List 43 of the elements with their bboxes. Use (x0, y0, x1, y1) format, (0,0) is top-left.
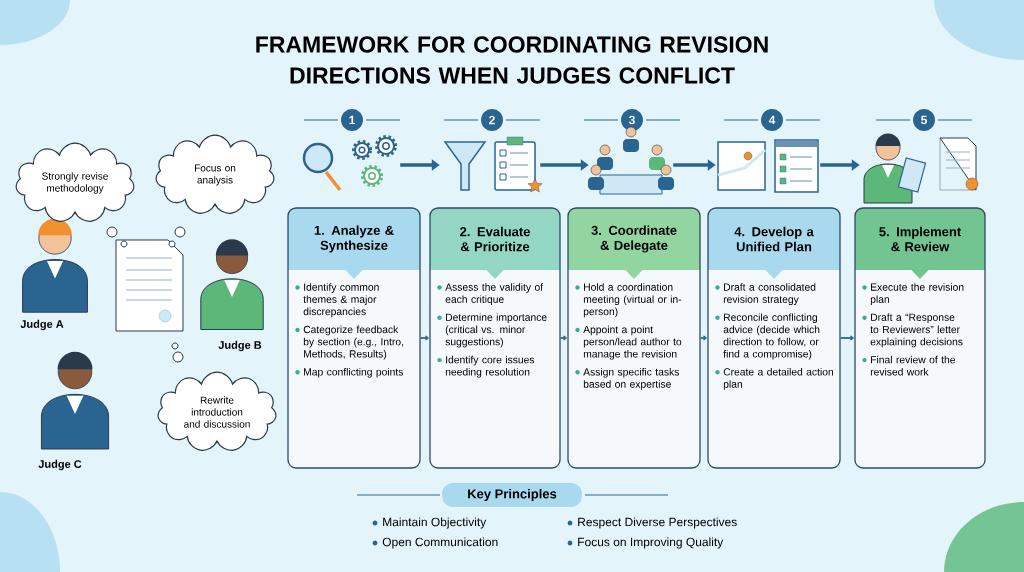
card-heading: 1. Analyze & Synthesize (314, 225, 394, 253)
arrow (559, 335, 567, 341)
thought-cloud: Focus on analysis (155, 134, 275, 248)
card-heading: 5. Implement & Review (879, 226, 961, 252)
reviewer-certificate-drawing (863, 133, 979, 204)
bullet-item: Appoint a point person/lead author to manage the revision (575, 325, 682, 360)
arrow (699, 335, 707, 341)
bullet-item: Focus on Improving Quality (567, 537, 724, 549)
bullet-item: Maintain Objectivity (372, 517, 487, 529)
step-number: 3 (621, 109, 643, 131)
bullet-item: Map conflicting points (295, 368, 403, 378)
card-heading: 2. Evaluate & Prioritize (460, 226, 530, 252)
step-number: 2 (481, 109, 503, 131)
thought-cloud: Strongly revise methodology (15, 142, 135, 248)
arrow (419, 335, 430, 341)
bullet-item: Categorize feedback by section (e.g., Intro, Methods, Results) (295, 325, 404, 360)
bullet-item: Execute the revision plan (862, 283, 964, 305)
bullet-item: Determine importance (critical vs. minor suggestions) (437, 313, 547, 348)
bullet-item: Open Communication (372, 537, 498, 549)
bullet-item: Identify core issues needing resolution (437, 355, 535, 378)
title: FRAMEWORK FOR COORDINATING REVISION DIRECTIONS WHEN JUDGES CONFLICT (256, 36, 768, 84)
bullet-item: Assign specific tasks based on expertise (575, 368, 679, 390)
person-label: Judge C (38, 459, 82, 471)
card-heading: 3. Coordinate & Delegate (591, 225, 677, 253)
bullet-item: Hold a coordination meeting (virtual or in-person) (575, 283, 682, 318)
analysis-icons-drawing (302, 135, 397, 192)
bullet-item: Assess the validity of each critique (437, 283, 544, 305)
bullet-item: Final review of the revised work (862, 355, 955, 376)
bullet-item: Identify common themes & major discrepancies (295, 283, 379, 318)
bullet-item: Draft a consolidated revision strategy (715, 283, 816, 305)
card-heading: 4. Develop a Unified Plan (734, 226, 814, 252)
map-checklist-drawing (717, 139, 819, 193)
bullet-item: Reconcile conflicting advice (decide which direction to follow, or find a compromise) (715, 313, 820, 360)
bullet-item: Respect Diverse Perspectives (567, 517, 737, 529)
step-number: 5 (913, 109, 935, 131)
step-number: 1 (341, 109, 363, 131)
person-label: Judge A (20, 319, 64, 331)
bullet-item: Draft a “Response to Reviewers” letter explaining decisions (862, 313, 963, 348)
meeting-drawing (588, 126, 674, 195)
bullet-item: Create a detailed action plan (715, 368, 833, 390)
arrow (839, 335, 854, 341)
step-number: 4 (761, 109, 783, 131)
person-label: Judge B (218, 340, 262, 352)
